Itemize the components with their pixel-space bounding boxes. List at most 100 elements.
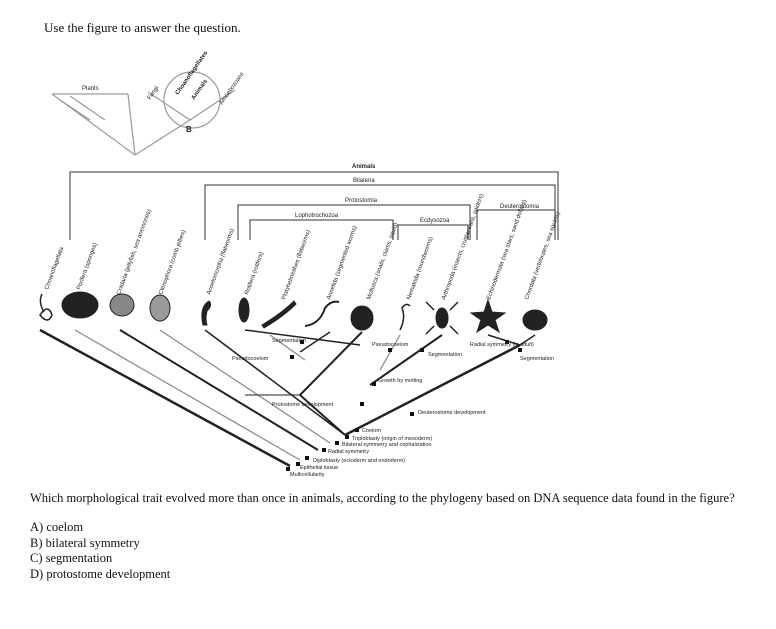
inset-label: Amoebozoans xyxy=(219,71,246,106)
trait-label: Bilateral symmetry and cephalization xyxy=(342,442,432,448)
taxon-label: Ctenophora (comb jellies) xyxy=(158,229,187,295)
comb-jelly-icon xyxy=(149,294,171,322)
trait-label: Segmentation xyxy=(428,352,462,358)
tree-branch xyxy=(269,334,306,361)
clade-label: Protostomia xyxy=(345,198,378,204)
trait-marker xyxy=(420,348,424,352)
inset-tree xyxy=(51,71,236,156)
trait-marker xyxy=(518,348,522,352)
option-d[interactable]: D) protostome development xyxy=(30,566,171,581)
trait-marker xyxy=(345,435,349,439)
trait-label: Triploblasty (origin of mesoderm) xyxy=(352,436,432,442)
clade-label: Deuterostomia xyxy=(500,204,540,210)
inset-label: Choanoflagellates xyxy=(175,50,210,96)
annelid-icon xyxy=(304,300,340,327)
trait-markers xyxy=(286,340,522,471)
trait-marker xyxy=(322,448,326,452)
mollusc-icon xyxy=(350,305,374,331)
tree-branches xyxy=(39,328,536,468)
taxon-label: Acoelomorpha (flatworms) xyxy=(206,228,236,296)
tree-branch xyxy=(39,328,291,468)
trait-marker xyxy=(372,382,376,386)
trait-marker xyxy=(388,348,392,352)
answer-options: A) coelom B) bilateral symmetry C) segme… xyxy=(30,520,170,582)
clade-bracket-bilateria xyxy=(204,184,556,240)
trait-label: Growth by molting xyxy=(378,378,422,384)
trait-marker xyxy=(360,402,364,406)
trait-label: Multicellularity xyxy=(290,472,325,478)
tree-branch xyxy=(379,334,401,371)
clade-label: Ecdysozoa xyxy=(420,218,450,224)
taxon-label: Platyhelminthes (flatworms) xyxy=(281,229,312,300)
nematode-icon xyxy=(399,303,411,331)
tree-branch xyxy=(119,329,319,451)
trait-label: Epithelial tissue xyxy=(300,465,338,471)
organism-icons xyxy=(39,291,548,335)
trait-label: Radial symmetry (in adult) xyxy=(470,342,534,348)
option-a[interactable]: A) coelom xyxy=(30,520,84,534)
trait-marker xyxy=(296,462,300,466)
tree-branch xyxy=(299,331,331,353)
trait-label: Segmentation xyxy=(272,338,306,344)
trait-marker xyxy=(505,340,509,344)
clade-label: Animals xyxy=(352,164,376,170)
clade-bracket-protostomia xyxy=(237,204,471,240)
sea-star-icon xyxy=(469,298,507,334)
clade-bracket-lophotrochozoa xyxy=(249,219,394,240)
tree-branch xyxy=(487,334,521,346)
tree-branch xyxy=(299,394,346,436)
tree-branch xyxy=(519,334,536,346)
inset-label: Animals xyxy=(191,78,210,101)
taxon-label: Rotifera (rotifers) xyxy=(244,251,265,295)
trait-label: Deuterostome development xyxy=(418,410,486,416)
chordate-icon xyxy=(522,309,548,331)
jellyfish-icon xyxy=(109,293,135,317)
tree-branch xyxy=(369,334,443,386)
option-c[interactable]: C) segmentation xyxy=(30,551,113,565)
clade-label: Bilateria xyxy=(353,178,375,184)
tree-branch xyxy=(299,331,363,396)
taxon-label: Chordata (vertebrates, sea squirts) xyxy=(524,212,561,301)
trait-marker xyxy=(355,428,359,432)
trait-label: Pseudocoelom xyxy=(232,356,269,362)
phylogeny-figure: Plants Fungi Choanoflagellates Animals A… xyxy=(39,50,562,478)
tree-branch xyxy=(344,343,521,437)
trait-marker xyxy=(305,456,309,460)
svg-text:B: B xyxy=(186,125,192,134)
trait-label: Radial symmetry xyxy=(328,449,369,455)
clade-bracket-animals xyxy=(69,171,559,240)
sponge-icon xyxy=(61,291,99,319)
taxon-label: Arthropoda (insects, crustaceans, spider… xyxy=(441,193,485,301)
flatworm-icon xyxy=(201,300,212,326)
trait-labels: Segmentation Pseudocoelom Pseudocoelom S… xyxy=(232,338,554,478)
trait-marker xyxy=(300,340,304,344)
inset-branch xyxy=(127,93,136,156)
phylogeny-svg: Plants Fungi Choanoflagellates Animals A… xyxy=(39,50,562,478)
trait-label: Protostome development xyxy=(272,402,334,408)
rotifer-icon xyxy=(238,297,250,323)
taxon-label: Porifera (sponges) xyxy=(76,242,99,290)
trait-label: Segmentation xyxy=(520,356,554,362)
tree-branch xyxy=(159,329,331,444)
trait-label: Diploblasty (ectoderm and endoderm) xyxy=(313,458,405,464)
inset-branch xyxy=(147,91,191,121)
trait-marker xyxy=(290,355,294,359)
clade-bracket-deuterostomia xyxy=(476,209,556,240)
taxa-labels: Choanoflagellata Porifera (sponges) Cnid… xyxy=(44,193,561,301)
inset-circle xyxy=(163,71,221,129)
trait-marker xyxy=(410,412,414,416)
arthropod-icon xyxy=(435,307,449,329)
trait-label: Coelom xyxy=(362,428,381,434)
inset-branch xyxy=(59,99,91,121)
taxon-label: Echinodermata (sea stars, sand dollars) xyxy=(486,199,528,301)
clade-brackets xyxy=(69,171,559,240)
taxon-label: Annelida (segmented worms) xyxy=(326,225,358,300)
trait-marker xyxy=(286,467,290,471)
taxon-label: Nematoda (roundworms) xyxy=(406,236,434,300)
tree-branch xyxy=(204,329,346,436)
trait-label: Pseudocoelom xyxy=(372,342,409,348)
inset-branch xyxy=(69,95,106,121)
inset-label: Plants xyxy=(82,86,99,92)
option-b[interactable]: B) bilateral symmetry xyxy=(30,535,140,550)
taxon-label: Choanoflagellata xyxy=(44,246,65,291)
